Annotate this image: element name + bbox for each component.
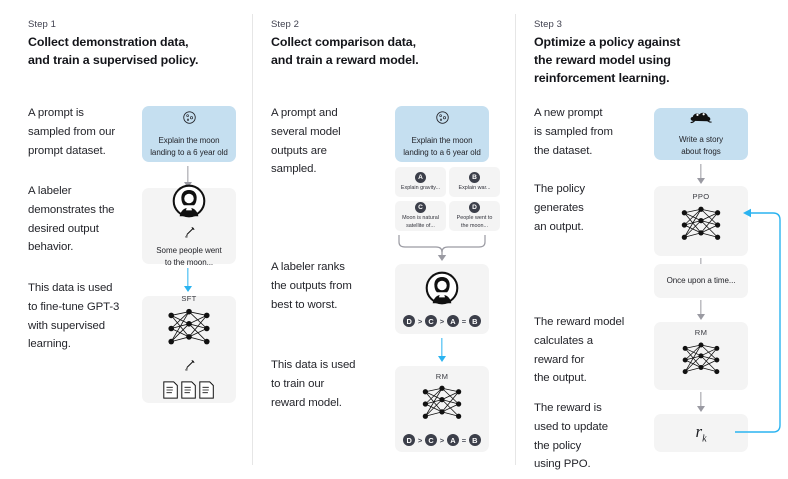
step-2-labeler-box[interactable]: D > C > A = B (395, 264, 489, 334)
rank-op-3: = (461, 316, 467, 326)
step-1-label: Step 1 (28, 19, 57, 30)
rank-badge-1: D (402, 314, 416, 328)
moon-icon (435, 110, 450, 130)
rank-badge-4: B (468, 314, 482, 328)
rank-badge-2: C (424, 314, 438, 328)
step-3-arrow-1 (688, 164, 714, 184)
step-3-column: Step 3 Optimize a policy against the rew… (516, 0, 788, 479)
rm-rank-badge-1: D (402, 433, 416, 447)
option-text-d: People went to the moon... (456, 215, 493, 229)
step-3-reward-box[interactable]: rk (654, 414, 748, 452)
step-1-labeler-caption: Some people went to the moon... (156, 245, 222, 267)
step-3-title: Optimize a policy against the reward mod… (534, 35, 681, 85)
step-1-arrow-2 (175, 268, 201, 292)
step-2-paragraph-3: This data is used to train our reward mo… (271, 359, 356, 409)
collect-brace-icon (398, 235, 486, 261)
reward-formula: rk (695, 421, 707, 445)
step-2-paragraph-2: A labeler ranks the outputs from best to… (271, 261, 352, 311)
rm-rank-op-2: > (439, 435, 445, 445)
step-3-ppo-box[interactable]: PPO (654, 186, 748, 256)
option-card-a[interactable]: A Explain gravity... (395, 167, 446, 197)
option-badge-d: D (469, 202, 480, 214)
step-1-prompt-caption: Explain the moon landing to a 6 year old (150, 135, 228, 157)
step-1-title: Collect demonstration data, and train a … (28, 35, 199, 67)
step-1-labeler-box[interactable]: Some people went to the moon... (142, 184, 236, 267)
step-1-prompt-box[interactable]: Explain the moon landing to a 6 year old (142, 106, 236, 162)
feedback-loop-arrow (735, 208, 781, 433)
step-3-paragraph-2: The policy generates an output. (534, 183, 585, 233)
step-3-output-box[interactable]: Once upon a time... (654, 264, 748, 298)
neural-network-icon (673, 340, 729, 385)
step-2-title: Collect comparison data, and train a rew… (271, 35, 419, 67)
step-3-paragraph-4: The reward is used to update the policy … (534, 402, 608, 471)
column-divider-1 (252, 14, 253, 465)
option-badge-c: C (415, 202, 426, 214)
labeler-avatar-icon (172, 184, 206, 223)
moon-icon (182, 110, 197, 130)
rm-rank-op-1: > (417, 435, 423, 445)
step-3-output-caption: Once upon a time... (666, 276, 736, 286)
neural-network-icon (413, 383, 471, 430)
step-3-arrow-3 (688, 300, 714, 320)
rm-label: RM (435, 371, 449, 381)
rank-badge-3: A (446, 314, 460, 328)
option-card-d[interactable]: D People went to the moon... (449, 201, 500, 231)
step-2-column: Step 2 Collect comparison data, and trai… (253, 0, 515, 479)
rank-op-1: > (417, 316, 423, 326)
ppo-label: PPO (692, 191, 710, 201)
step-3-arrow-4 (688, 392, 714, 412)
rm-rank-badge-4: B (468, 433, 482, 447)
step-3-prompt-box[interactable]: Write a story about frogs (654, 108, 748, 160)
step-3-paragraph-3: The reward model calculates a reward for… (534, 316, 625, 385)
option-badge-a: A (415, 171, 426, 183)
pencil-icon (183, 358, 196, 376)
pencil-icon (183, 225, 196, 243)
step-3-rm-box[interactable]: RM (654, 322, 748, 390)
sft-label: SFT (181, 294, 197, 303)
option-text-b: Explain war... (458, 184, 491, 191)
rm-rank-op-3: = (461, 435, 467, 445)
step-1-paragraph-2: A labeler demonstrates the desired outpu… (28, 185, 115, 254)
option-badge-b: B (469, 171, 480, 183)
step-2-prompt-box[interactable]: Explain the moon landing to a 6 year old (395, 106, 489, 162)
neural-network-icon (673, 204, 729, 251)
step-2-arrow-2 (429, 338, 455, 362)
rank-op-2: > (439, 316, 445, 326)
documents-icon (162, 380, 216, 405)
frog-icon (690, 111, 712, 130)
rm-rank-badge-3: A (446, 433, 460, 447)
step-1-paragraph-3: This data is used to fine-tune GPT-3 wit… (28, 282, 120, 351)
labeler-avatar-icon (425, 271, 459, 310)
step-2-paragraph-1: A prompt and several model outputs are s… (271, 107, 341, 176)
step-3-prompt-caption: Write a story about frogs (678, 134, 724, 156)
neural-network-icon (160, 306, 218, 356)
step-2-label: Step 2 (271, 19, 300, 30)
step-3-label: Step 3 (534, 19, 563, 30)
step-1-sft-box[interactable]: SFT (142, 294, 236, 405)
rm-rank-badge-2: C (424, 433, 438, 447)
column-divider-2 (515, 14, 516, 465)
step-2-prompt-caption: Explain the moon landing to a 6 year old (403, 135, 481, 157)
step-2-rm-box[interactable]: RM D > C > A (395, 366, 489, 452)
option-card-c[interactable]: C Moon is natural satellite of... (395, 201, 446, 231)
step-3-rm-label: RM (694, 327, 708, 337)
option-text-c: Moon is natural satellite of... (402, 215, 439, 229)
step-2-rm-ranking-row: D > C > A = B (402, 433, 482, 447)
step-1-paragraph-1: A prompt is sampled from our prompt data… (28, 107, 116, 157)
option-card-b[interactable]: B Explain war... (449, 167, 500, 197)
option-text-a: Explain gravity... (400, 184, 441, 191)
step-2-ranking-row: D > C > A = B (402, 314, 482, 328)
step-1-column: Step 1 Collect demonstration data, and t… (0, 0, 252, 479)
step-3-paragraph-1: A new prompt is sampled from the dataset… (534, 107, 613, 157)
